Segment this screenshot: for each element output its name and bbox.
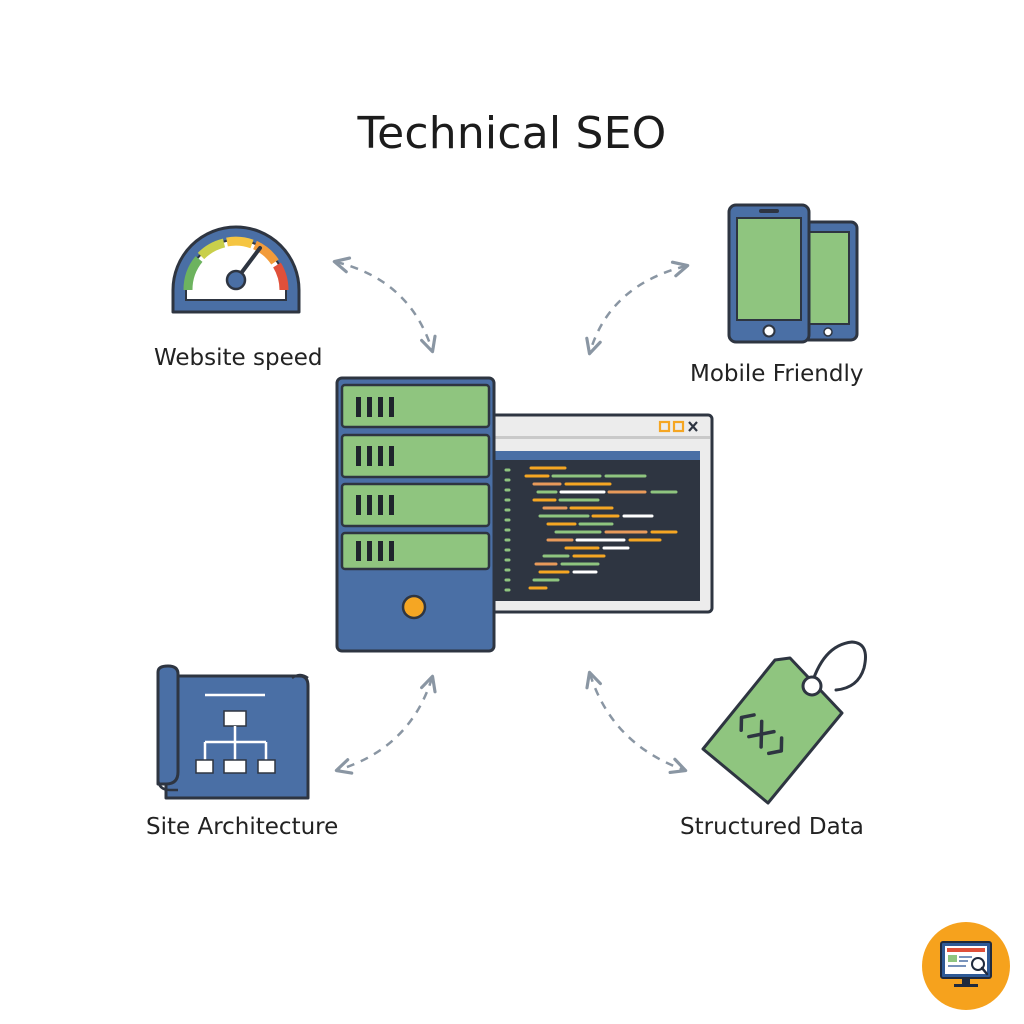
- blueprint-icon: [156, 664, 310, 800]
- connector-mobile: [585, 260, 690, 356]
- connector-speed: [332, 256, 437, 354]
- connector-data: [585, 670, 688, 774]
- diagram-title: Technical SEO: [357, 108, 667, 159]
- code-window-icon: [484, 413, 714, 614]
- label-mobile-friendly: Mobile Friendly: [690, 361, 864, 387]
- server-rack-icon: [335, 376, 496, 653]
- label-website-speed: Website speed: [154, 345, 323, 371]
- code-lines: [504, 466, 678, 592]
- speedometer-icon: [171, 225, 301, 314]
- monitor-search-icon: [922, 922, 1010, 1010]
- label-structured-data: Structured Data: [680, 814, 864, 840]
- mobile-devices-icon: [727, 203, 859, 344]
- label-site-architecture: Site Architecture: [146, 814, 339, 840]
- connector-architecture: [334, 674, 437, 775]
- tag-icon: [701, 640, 867, 805]
